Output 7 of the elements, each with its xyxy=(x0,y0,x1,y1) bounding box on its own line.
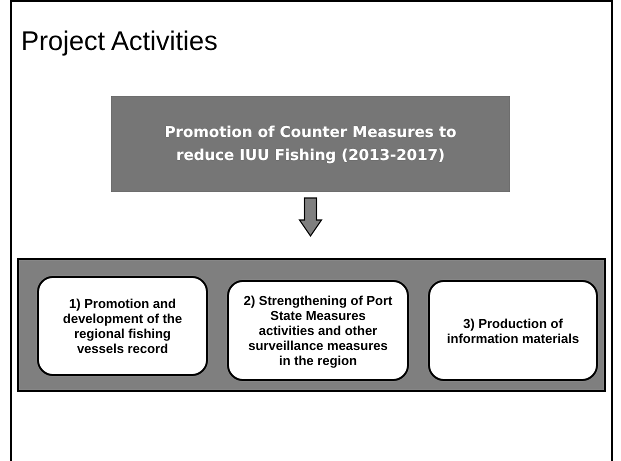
activity-box: 1) Promotion and development of the regional fishing vessels record xyxy=(37,276,208,376)
activities-panel xyxy=(17,258,606,392)
title-box: Promotion of Counter Measures to reduce IUU Fishing (2013-2017) xyxy=(111,96,510,192)
activity-box: 2) Strengthening of Port State Measures activities and other surveillance measures in the region xyxy=(227,280,409,381)
slide-title: Project Activities xyxy=(21,25,218,58)
activity-box: 3) Production of information materials xyxy=(428,280,598,381)
block-arrow xyxy=(298,197,323,238)
